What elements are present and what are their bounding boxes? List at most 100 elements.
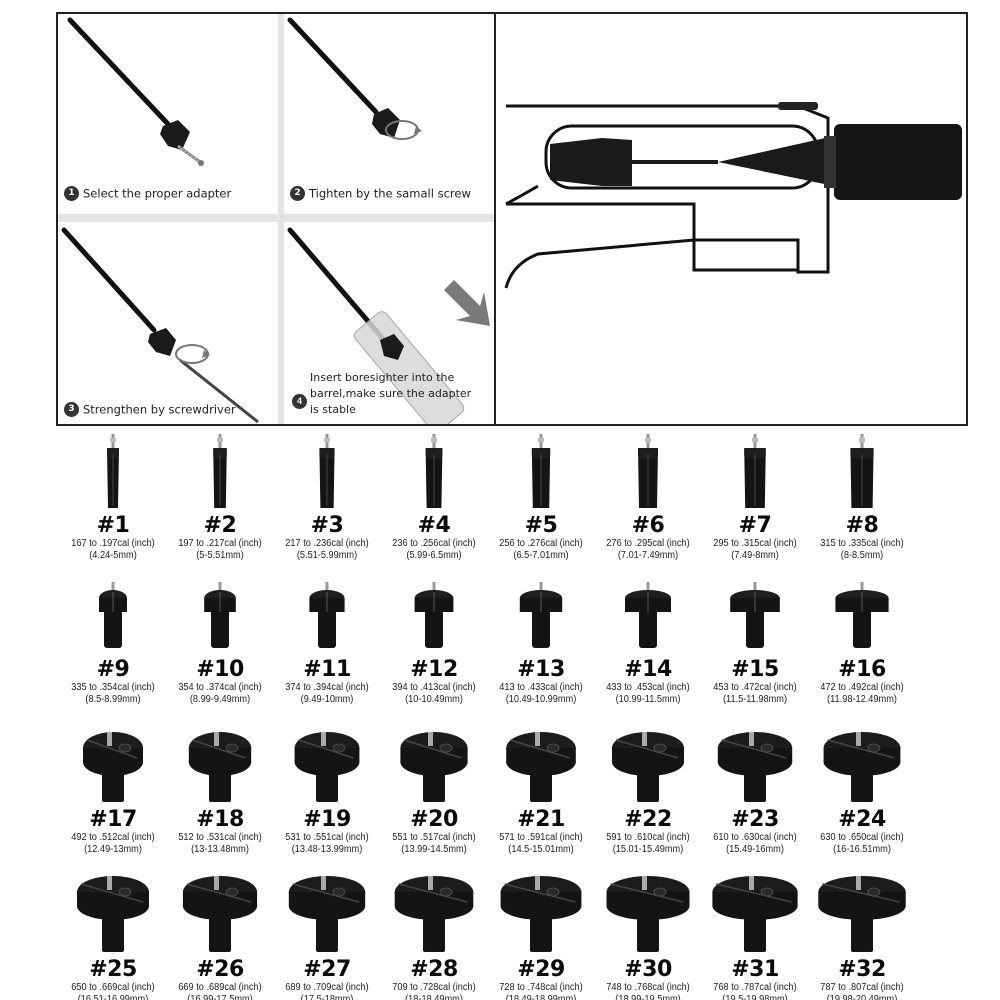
- adapter-number: #1: [96, 513, 130, 538]
- adapter-icon: [414, 582, 454, 648]
- adapter-number: #3: [310, 513, 344, 538]
- adapter-caliber-range: 610 to .630cal (inch): [713, 832, 797, 843]
- adapter-icon: [400, 732, 468, 802]
- adapter-number: #23: [731, 807, 779, 832]
- adapter-caliber-range: 512 to .531cal (inch): [178, 832, 262, 843]
- adapter-caliber-range: 374 to .394cal (inch): [285, 682, 369, 693]
- adapter-icon: [506, 732, 576, 802]
- adapter-icon: [606, 876, 690, 952]
- adapter-mm-range: (11.98-12.49mm): [827, 694, 897, 705]
- adapter-number: #19: [303, 807, 351, 832]
- adapter-mm-range: (13-13.48mm): [191, 844, 249, 855]
- adapter-number: #2: [203, 513, 237, 538]
- adapter-caliber-range: 748 to .768cal (inch): [606, 982, 690, 993]
- adapter-icon: [519, 582, 563, 648]
- adapter-icon: [612, 732, 684, 802]
- adapter-icon: [204, 582, 236, 648]
- adapter-icon: [319, 434, 335, 508]
- adapter-number: #5: [524, 513, 558, 538]
- adapter-caliber-range: 650 to .669cal (inch): [71, 982, 155, 993]
- adapter-caliber-range: 217 to .236cal (inch): [285, 538, 369, 549]
- adapter-number: #20: [410, 807, 458, 832]
- adapter-number: #26: [196, 957, 244, 982]
- insert-barrel-icon: [287, 227, 490, 424]
- adapter-icon: [823, 732, 901, 802]
- adapter-number: #27: [303, 957, 351, 982]
- adapter-number: #21: [517, 807, 565, 832]
- adapter-icon: [835, 582, 889, 648]
- adapter-caliber-range: 492 to .512cal (inch): [71, 832, 155, 843]
- adapter-number: #10: [196, 657, 244, 682]
- adapter-icon: [213, 434, 227, 508]
- adapter-caliber-range: 354 to .374cal (inch): [178, 682, 262, 693]
- adapter-mm-range: (13.48-13.99mm): [291, 844, 363, 855]
- adapter-icon: [730, 582, 780, 648]
- adapter-icon: [625, 582, 671, 648]
- step-number: 2: [290, 186, 305, 201]
- adapter-icon: [77, 876, 149, 952]
- adapter-mm-range: (18.99-19.5mm): [615, 994, 681, 1000]
- adapter-caliber-range: 335 to .354cal (inch): [71, 682, 155, 693]
- adapter-number: #28: [410, 957, 458, 982]
- adapter-mm-range: (8.99-9.49mm): [189, 694, 251, 705]
- adapter-icon: [638, 434, 658, 508]
- adapter-caliber-range: 167 to .197cal (inch): [71, 538, 155, 549]
- adapter-mm-range: (6.5-7.01mm): [513, 550, 569, 561]
- firearm-barrel-icon: [504, 102, 962, 289]
- adapter-icon: [309, 582, 345, 648]
- adapter-number: #31: [731, 957, 779, 982]
- adapter-number: #24: [838, 807, 886, 832]
- adapter-icon: [717, 732, 793, 802]
- step-4-cell: 4 Insert boresighter into the barrel,mak…: [284, 222, 496, 424]
- rod-with-adapter-icon: [67, 17, 204, 166]
- adapter-mm-range: (8.5-8.99mm): [85, 694, 141, 705]
- adapter-caliber-range: 315 to .335cal (inch): [820, 538, 904, 549]
- adapter-icon: [425, 434, 443, 508]
- adapter-mm-range: (15.49-16mm): [726, 844, 784, 855]
- adapter-caliber-range: 551 to .517cal (inch): [392, 832, 476, 843]
- adapter-number: #30: [624, 957, 672, 982]
- adapter-caliber-range: 197 to .217cal (inch): [178, 538, 262, 549]
- adapter-number: #29: [517, 957, 565, 982]
- adapter-number: #32: [838, 957, 886, 982]
- tighten-screw-icon: [287, 17, 422, 140]
- adapter-number: #4: [417, 513, 451, 538]
- adapter-mm-range: (10-10.49mm): [405, 694, 463, 705]
- adapter-mm-range: (11.5-11.98mm): [722, 694, 788, 705]
- adapter-icon: [850, 434, 874, 508]
- adapter-mm-range: (7.01-7.49mm): [617, 550, 679, 561]
- adapter-icon: [182, 876, 258, 952]
- adapter-mm-range: (8-8.5mm): [840, 550, 884, 561]
- adapter-caliber-range: 689 to .709cal (inch): [285, 982, 369, 993]
- adapter-icon: [188, 732, 252, 802]
- adapter-caliber-range: 276 to .295cal (inch): [606, 538, 690, 549]
- adapter-mm-range: (16-16.51mm): [833, 844, 891, 855]
- adapter-mm-range: (5-5.51mm): [196, 550, 244, 561]
- adapter-mm-range: (19.5-19.98mm): [722, 994, 788, 1000]
- adapter-caliber-range: 630 to .650cal (inch): [820, 832, 904, 843]
